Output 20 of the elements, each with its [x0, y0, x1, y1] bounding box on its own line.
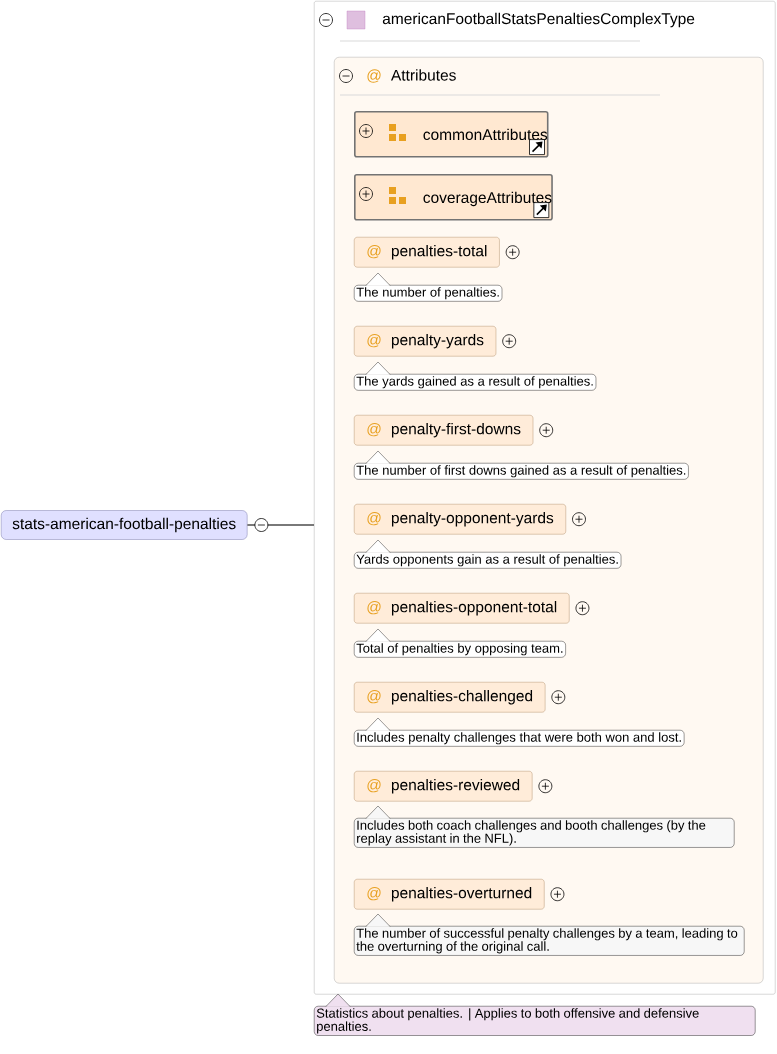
annotation-callout: The number of successful penalty challenges by a team, leading to the overturning of the original call.: [354, 913, 745, 956]
attribute-box: @ penalty-yards: [354, 326, 497, 357]
attribute-box: @ penalties-opponent-total: [354, 593, 570, 624]
attribute-box: @ penalties-reviewed: [354, 771, 533, 802]
annotation-callout: Yards opponents gain as a result of penalties.: [354, 539, 622, 569]
annotation-callout: Includes both coach challenges and booth challenges (by the replay assistant in the NFL).: [354, 805, 735, 848]
attribute-box: @ penalties-total: [354, 237, 500, 268]
annotation-callout: The number of first downs gained as a result of penalties.: [354, 450, 689, 480]
annotation-callout: The number of penalties.: [354, 272, 503, 302]
attribute-group-box: coverageAttributes: [354, 174, 553, 221]
attribute-box: @ penalty-opponent-yards: [354, 504, 566, 535]
annotation-callout: The yards gained as a result of penalties.: [354, 361, 597, 391]
annotation-callout: Statistics about penalties. | Applies to both offensive and defensive penalties.: [314, 993, 756, 1036]
attribute-group-box: commonAttributes: [354, 111, 549, 158]
attribute-box: @ penalty-first-downs: [354, 415, 534, 446]
annotation-callout: Includes penalty challenges that were both won and lost.: [354, 717, 685, 747]
annotation-callout: Total of penalties by opposing team.: [354, 628, 566, 658]
element-box: stats-american-football-penalties: [1, 510, 248, 540]
attribute-box: @ penalties-overturned: [354, 879, 545, 910]
attribute-box: @ penalties-challenged: [354, 682, 546, 713]
